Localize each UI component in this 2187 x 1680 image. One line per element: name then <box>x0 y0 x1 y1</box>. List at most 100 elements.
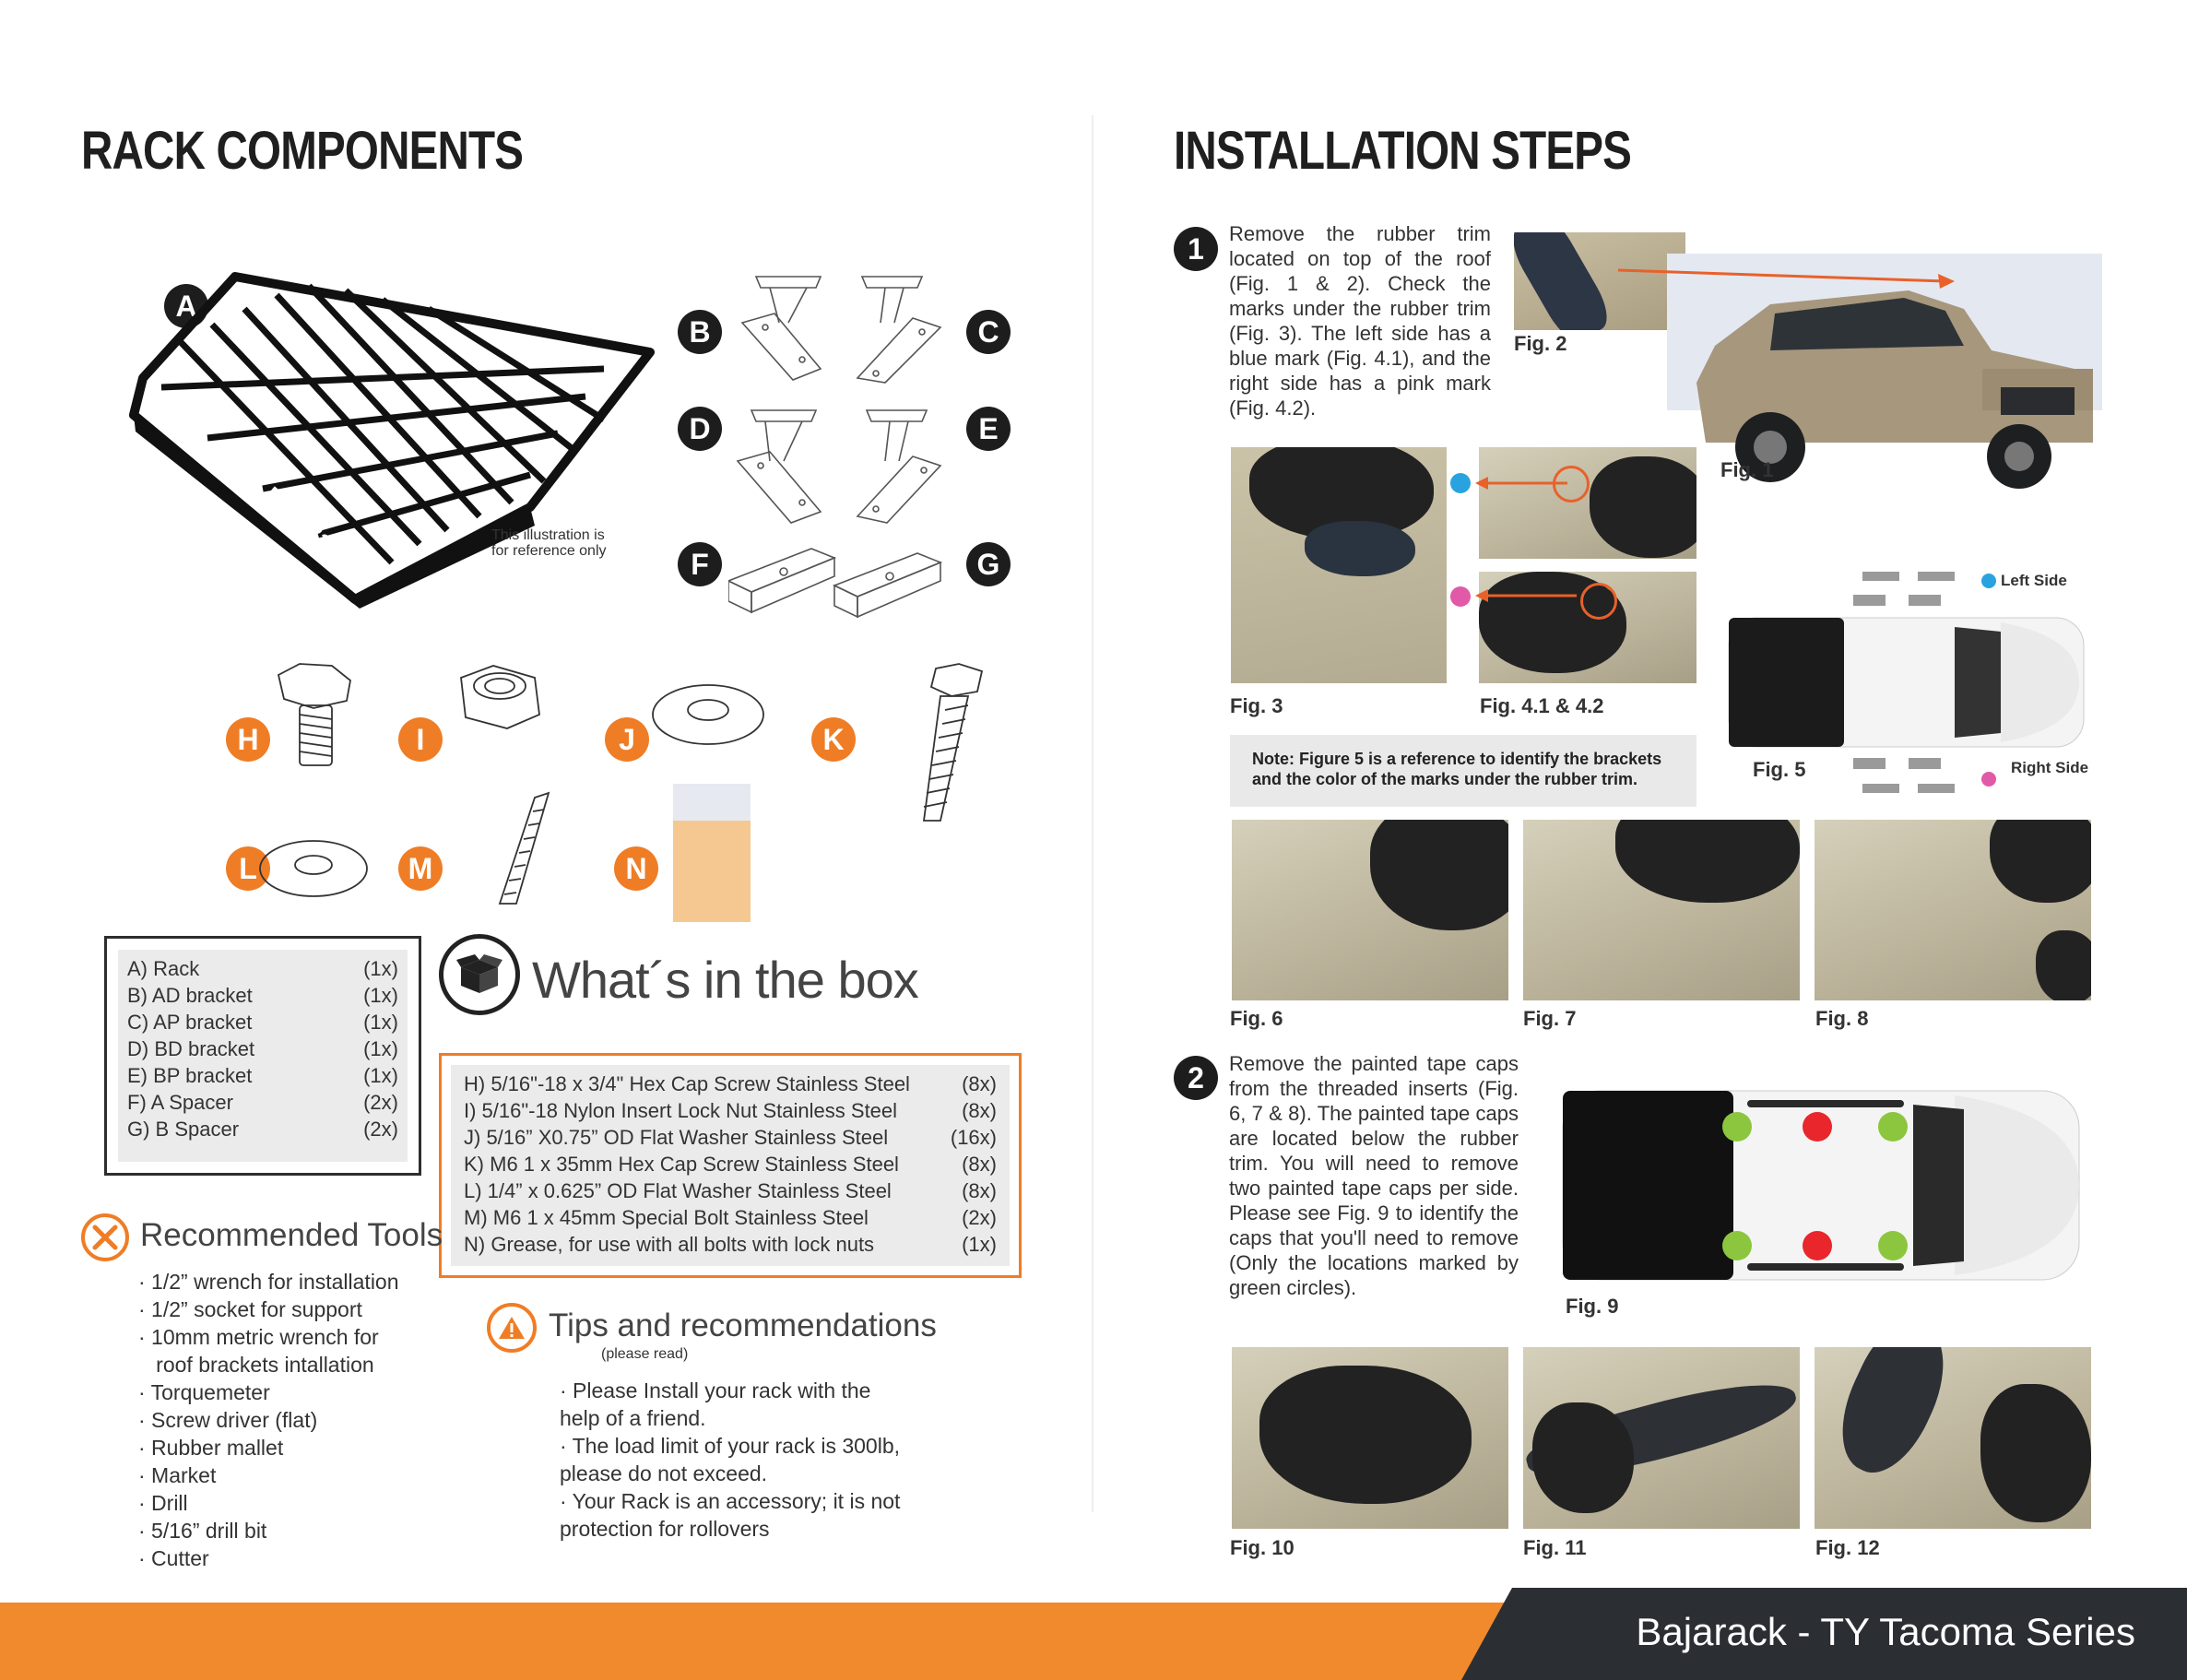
part-row: E) BP bracket (1x) <box>127 1062 398 1089</box>
tools-icon <box>81 1213 129 1261</box>
fig-10-photo <box>1232 1347 1508 1529</box>
part-qty: (1x) <box>363 1064 398 1087</box>
fig-4-1-photo <box>1479 447 1696 559</box>
label-b: B <box>678 310 722 354</box>
part-row: C) AP bracket(1x) <box>127 1009 398 1035</box>
warning-triangle-icon <box>499 1317 525 1339</box>
tips-subheading: (please read) <box>601 1346 689 1362</box>
installation-steps-title: INSTALLATION STEPS <box>1174 121 1632 181</box>
label-l: L <box>226 846 270 891</box>
label-g: G <box>966 542 1011 586</box>
hardware-name: L) 1/4” x 0.625” OD Flat Washer Stainles… <box>464 1179 892 1202</box>
fig-11-photo <box>1523 1347 1800 1529</box>
tool-item: · Rubber mallet <box>138 1436 284 1460</box>
label-a: A <box>164 284 208 328</box>
label-d: D <box>678 407 722 451</box>
part-qty: (1x) <box>363 1037 398 1060</box>
part-qty: (2x) <box>363 1118 398 1141</box>
hardware-qty: (2x) <box>962 1206 997 1229</box>
hardware-row: J) 5/16” X0.75” OD Flat Washer Stainless… <box>464 1124 997 1151</box>
hardware-illustration <box>259 663 984 922</box>
part-row: D) BD bracket (1x) <box>127 1035 398 1062</box>
fig-1-truck <box>1696 290 2093 489</box>
part-qty: (1x) <box>363 1011 398 1034</box>
rack-components-title: RACK COMPONENTS <box>81 121 524 181</box>
part-name: G) B Spacer <box>127 1118 240 1141</box>
tool-item: · Cutter <box>138 1546 209 1570</box>
fig-5-label: Fig. 5 <box>1753 758 1806 781</box>
fig-9-topview <box>1562 1090 2080 1281</box>
warning-icon <box>487 1303 537 1353</box>
left-side-dot <box>1981 574 1996 588</box>
tip-item: please do not exceed. <box>560 1461 768 1485</box>
part-name: E) BP bracket <box>127 1064 253 1087</box>
label-e: E <box>966 407 1011 451</box>
footer-title: Bajarack - TY Tacoma Series <box>1636 1610 2135 1653</box>
tool-item: · 1/2” socket for support <box>138 1297 362 1321</box>
parts-list-box: A) Rack(1x)B) AD bracket(1x)C) AP bracke… <box>104 936 421 1176</box>
fig-1-label: Fig. 1 <box>1720 458 1774 481</box>
hardware-list-box: H) 5/16"-18 x 3/4" Hex Cap Screw Stainle… <box>439 1053 1022 1278</box>
fig-2-photo <box>1514 232 1685 330</box>
fig-3-label: Fig. 3 <box>1230 694 1283 717</box>
hardware-qty: (8x) <box>962 1153 997 1176</box>
part-row: B) AD bracket (1x) <box>127 982 398 1009</box>
tip-item: · Please Install your rack with the <box>560 1378 871 1402</box>
tool-item: · Screw driver (flat) <box>138 1408 318 1432</box>
tool-item: · Torquemeter <box>138 1380 270 1404</box>
hardware-qty: (8x) <box>962 1099 997 1122</box>
tip-item: · The load limit of your rack is 300lb, <box>560 1434 901 1458</box>
footer-orange-band <box>0 1603 1512 1680</box>
hardware-row: N) Grease, for use with all bolts with l… <box>464 1231 997 1258</box>
fig-8-photo <box>1815 820 2091 1000</box>
part-name: F) A Spacer <box>127 1091 233 1114</box>
hardware-name: K) M6 1 x 35mm Hex Cap Screw Stainless S… <box>464 1153 899 1176</box>
illustration-note-line2: for reference only <box>491 543 607 559</box>
rack-illustration: BajaRack <box>129 272 655 609</box>
part-name: B) AD bracket <box>127 984 253 1007</box>
illustration-note: This illustration is for reference only <box>491 527 607 559</box>
tips-heading: Tips and recommendations <box>549 1307 937 1343</box>
right-side-label: Right Side <box>2011 759 2089 776</box>
fig-3-photo <box>1231 447 1447 683</box>
part-name: A) Rack <box>127 957 200 980</box>
fig-4-arrows <box>1475 477 1577 602</box>
fig-9-label: Fig. 9 <box>1566 1295 1619 1318</box>
part-name: D) BD bracket <box>127 1037 255 1060</box>
page-divider <box>1092 115 1094 1512</box>
fig-4-label: Fig. 4.1 & 4.2 <box>1480 694 1604 717</box>
step-1-number: 1 <box>1174 227 1218 271</box>
tip-item: · Your Rack is an accessory; it is not <box>560 1489 901 1513</box>
label-j: J <box>605 717 649 762</box>
note-text: Note: Figure 5 is a reference to identif… <box>1252 750 1662 788</box>
hardware-qty: (1x) <box>962 1233 997 1256</box>
hardware-row: K) M6 1 x 35mm Hex Cap Screw Stainless S… <box>464 1151 997 1177</box>
hardware-list: H) 5/16"-18 x 3/4" Hex Cap Screw Stainle… <box>451 1065 1010 1266</box>
label-h: H <box>226 717 270 762</box>
label-k: K <box>811 717 856 762</box>
footer-dark-band <box>1461 1588 2187 1680</box>
label-i: I <box>398 717 443 762</box>
hardware-name: H) 5/16"-18 x 3/4" Hex Cap Screw Stainle… <box>464 1072 910 1095</box>
fig-6-label: Fig. 6 <box>1230 1007 1283 1030</box>
recommended-tools-heading: Recommended Tools <box>140 1217 443 1253</box>
box-icon <box>439 934 520 1015</box>
step-2-number: 2 <box>1174 1056 1218 1100</box>
tool-item: · 10mm metric wrench for <box>138 1325 379 1349</box>
part-qty: (1x) <box>363 957 398 980</box>
box-glyph <box>456 954 502 993</box>
right-side-dot <box>1981 772 1996 787</box>
blue-mark-dot <box>1450 473 1471 493</box>
part-qty: (1x) <box>363 984 398 1007</box>
label-n: N <box>614 846 658 891</box>
step-1-text: Remove the rubber trim located on top of… <box>1229 222 1491 420</box>
step-2-text: Remove the painted tape caps from the th… <box>1229 1052 1519 1299</box>
hardware-qty: (8x) <box>962 1179 997 1202</box>
fig-7-label: Fig. 7 <box>1523 1007 1577 1030</box>
fig-10-label: Fig. 10 <box>1230 1536 1294 1559</box>
fig-12-label: Fig. 12 <box>1815 1536 1880 1559</box>
note-box: Note: Figure 5 is a reference to identif… <box>1230 735 1696 807</box>
hardware-name: M) M6 1 x 45mm Special Bolt Stainless St… <box>464 1206 869 1229</box>
tool-item: · Market <box>138 1463 217 1487</box>
